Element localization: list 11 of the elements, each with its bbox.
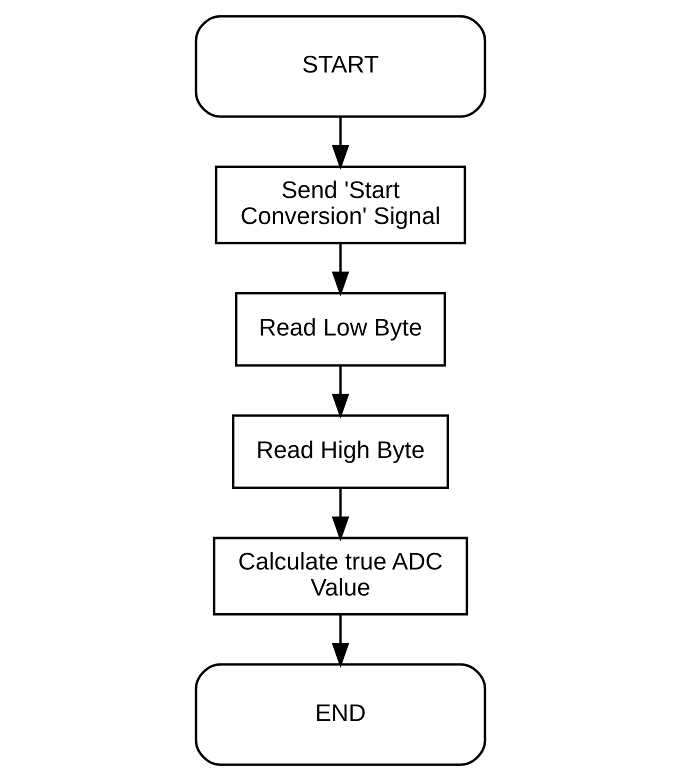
- node-box: START: [194, 15, 486, 118]
- arrow: [332, 614, 350, 668]
- node-box: Send 'Start Conversion' Signal: [214, 166, 466, 244]
- arrow: [332, 366, 350, 419]
- arrow: [332, 243, 350, 296]
- node-box: Calculate true ADC Value: [212, 536, 468, 616]
- node-box: Read Low Byte: [234, 292, 446, 367]
- node-box: END: [194, 663, 486, 766]
- arrow: [332, 488, 350, 542]
- arrow: [332, 116, 350, 170]
- node-box: Read High Byte: [232, 414, 450, 490]
